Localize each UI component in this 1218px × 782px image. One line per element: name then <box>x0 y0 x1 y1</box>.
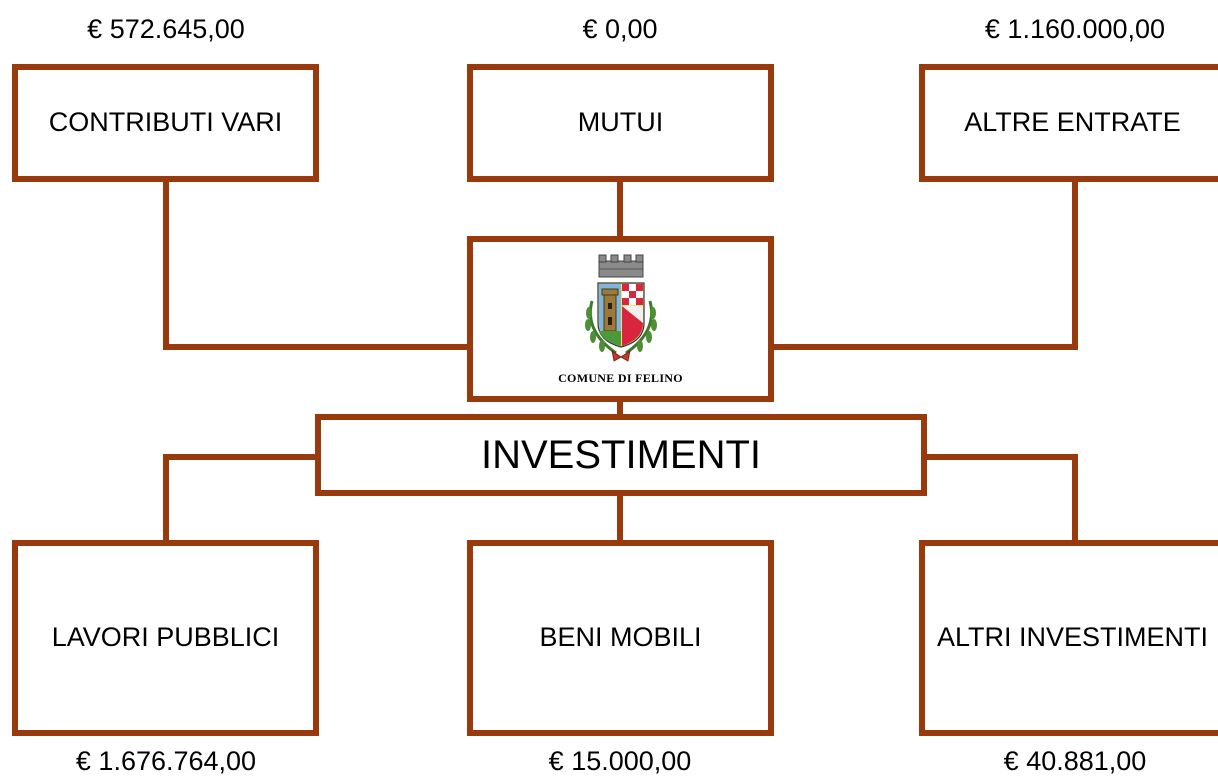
box-lavori-pubblici: LAVORI PUBBLICI <box>12 540 319 736</box>
label-lavori-pubblici: LAVORI PUBBLICI <box>51 622 280 653</box>
title-investimenti: INVESTIMENTI <box>480 433 762 477</box>
amount-altre-entrate: € 1.160.000,00 <box>984 14 1166 44</box>
box-investimenti: INVESTIMENTI <box>315 414 927 496</box>
box-altre-entrate: ALTRE ENTRATE <box>919 64 1218 182</box>
label-contributi-vari: CONTRIBUTI VARI <box>48 107 283 138</box>
box-mutui: MUTUI <box>467 64 774 182</box>
label-mutui: MUTUI <box>577 107 664 138</box>
coat-of-arms-icon <box>584 254 657 362</box>
amount-lavori-pubblici: € 1.676.764,00 <box>75 746 257 776</box>
connector-contributi <box>163 182 467 350</box>
label-beni-mobili: BENI MOBILI <box>539 622 702 653</box>
connector-altre <box>774 182 1078 350</box>
connector-altri <box>927 454 1078 540</box>
box-altri-investimenti: ALTRI INVESTIMENTI <box>919 540 1218 736</box>
comune-name: COMUNE DI FELINO <box>558 371 683 386</box>
box-beni-mobili: BENI MOBILI <box>467 540 774 736</box>
box-contributi-vari: CONTRIBUTI VARI <box>12 64 319 182</box>
connector-lavori <box>163 454 315 540</box>
amount-altri-investimenti: € 40.881,00 <box>1003 746 1147 776</box>
box-comune-logo: COMUNE DI FELINO <box>467 236 774 402</box>
amount-beni-mobili: € 15.000,00 <box>548 746 692 776</box>
label-altre-entrate: ALTRE ENTRATE <box>964 107 1181 138</box>
label-altri-investimenti: ALTRI INVESTIMENTI <box>936 622 1209 653</box>
amount-contributi-vari: € 572.645,00 <box>87 14 245 44</box>
amount-mutui: € 0,00 <box>582 14 658 44</box>
